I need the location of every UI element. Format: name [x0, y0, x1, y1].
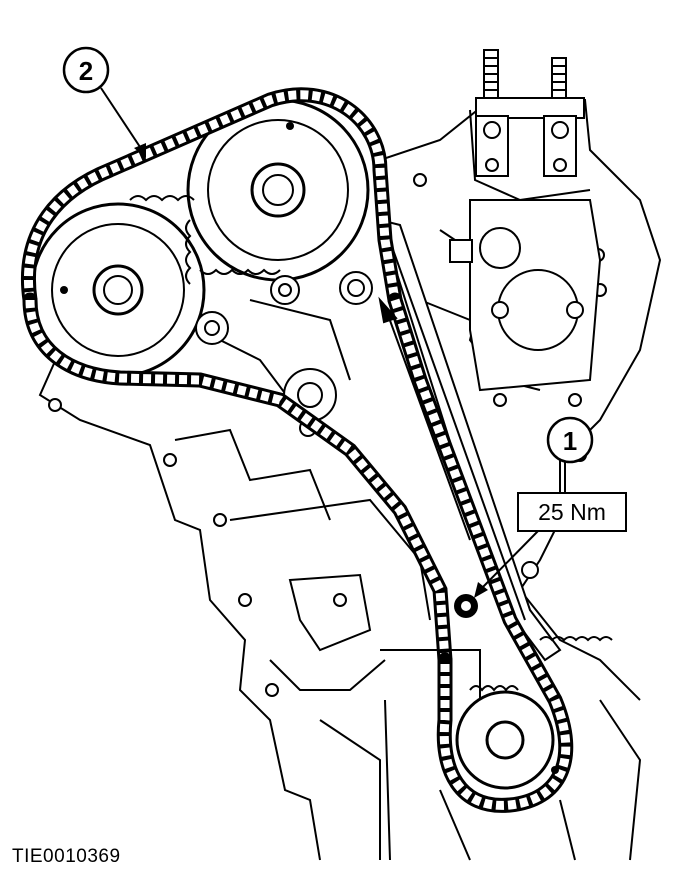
callout-2: 2 — [62, 46, 146, 158]
cam-gear-teeth — [129, 195, 281, 285]
bolt-holes — [48, 173, 607, 697]
crankshaft-sprocket — [455, 690, 559, 790]
primary-timing-chain — [21, 87, 453, 668]
tensioner-bolt — [454, 594, 478, 618]
crank-gear-teeth — [469, 636, 613, 692]
callout-2-label: 2 — [79, 56, 93, 86]
chain-direction-arrow — [378, 296, 471, 541]
callout-1-label: 1 — [563, 426, 577, 456]
right-camshaft-sprocket — [186, 98, 370, 282]
figure-reference-code: TIE0010369 — [12, 846, 121, 867]
cam-cover-studs — [475, 49, 585, 177]
torque-label: 25 Nm — [538, 499, 606, 525]
oil-pump-housing — [449, 199, 602, 392]
torque-callout: 25 Nm — [474, 462, 627, 598]
callout-1: 1 — [546, 416, 594, 464]
left-camshaft-sprocket — [30, 202, 206, 378]
secondary-timing-chain — [387, 292, 574, 813]
